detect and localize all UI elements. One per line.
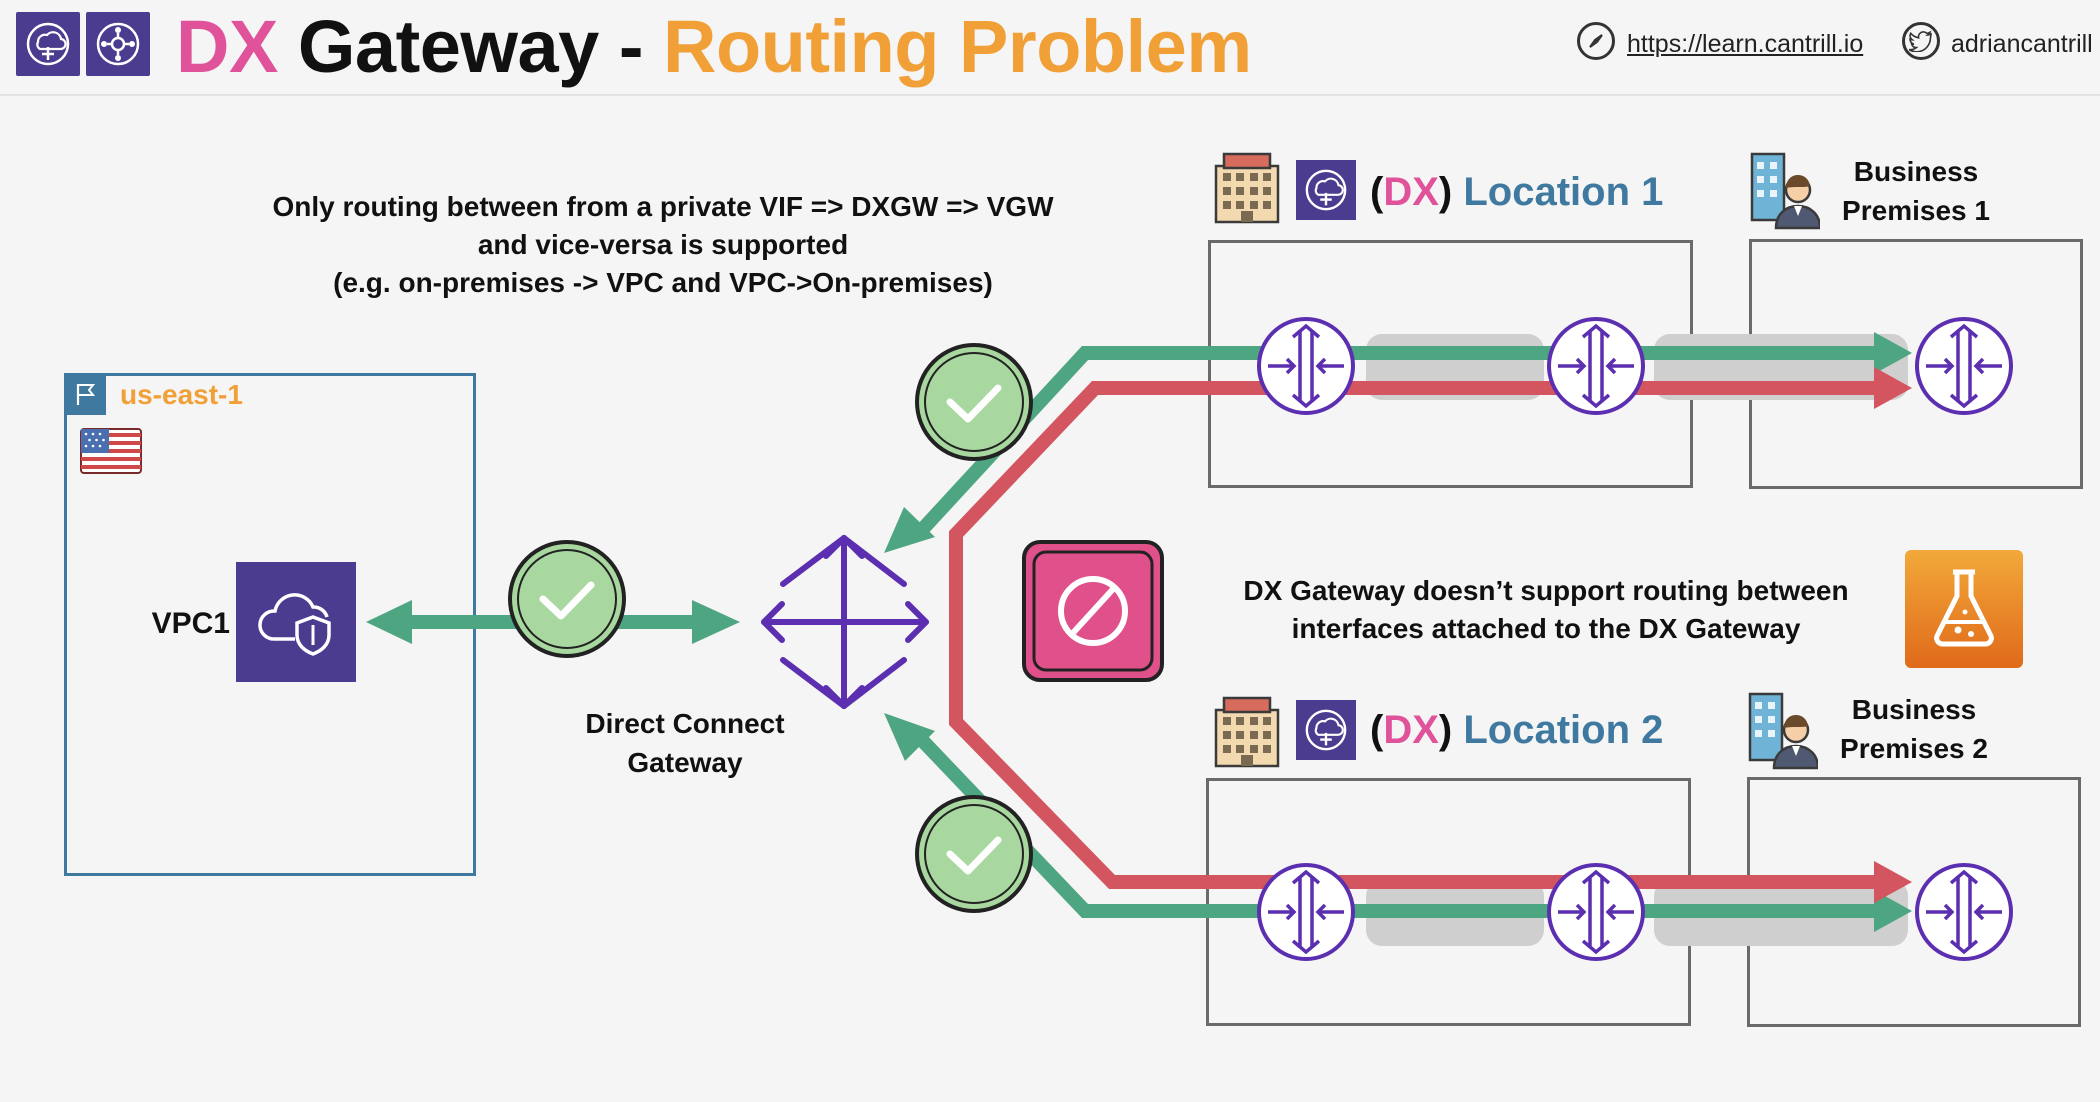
vpc-cloud-shield-icon (236, 562, 356, 682)
twitter-handle[interactable]: adriancantrill (1951, 30, 2093, 58)
us-flag-icon (80, 428, 142, 474)
location-1-title: (DX) Location 1 (1370, 170, 1664, 214)
denied-path-between-locations (949, 367, 1912, 903)
title-routing-problem: Routing Problem (663, 5, 1252, 88)
router-icon (1915, 317, 2013, 415)
dx-location-icon (1296, 160, 1356, 220)
business-person-icon (1746, 688, 1820, 770)
router-icon (1915, 863, 2013, 961)
dx-gateway-label-line-1: Direct Connect (585, 708, 785, 739)
business-person-icon (1748, 148, 1822, 230)
router-icon (1547, 317, 1645, 415)
dx-location-icon (1296, 700, 1356, 760)
transit-hub-icon (86, 12, 150, 76)
location-1-name: Location 1 (1463, 170, 1664, 214)
region-label: us-east-1 (120, 379, 243, 410)
title-gateway: Gateway - (297, 5, 644, 88)
router-icon (1257, 863, 1355, 961)
deny-icon (1020, 538, 1166, 684)
routing-note-line-2: and vice-versa is supported (477, 229, 849, 260)
building-icon (1212, 150, 1282, 224)
header-divider (0, 94, 2100, 96)
page-title: DX Gateway - Routing Problem (176, 2, 1252, 92)
check-icon (917, 345, 1031, 459)
routing-note-line-3: (e.g. on-premises -> VPC and VPC->On-pre… (333, 267, 993, 298)
check-icon (510, 542, 624, 656)
dx-location-icon (16, 12, 80, 76)
routing-note-line-1: Only routing between from a private VIF … (272, 191, 1054, 222)
check-icon (917, 797, 1031, 911)
location-2-title: (DX) Location 2 (1370, 708, 1664, 752)
location-2-dx: DX (1383, 708, 1439, 752)
dx-gateway-label: Direct Connect Gateway (560, 704, 810, 782)
vif-tunnels (1366, 334, 1908, 946)
limitation-note: DX Gateway doesn’t support routing betwe… (1196, 572, 1896, 648)
location-2-name: Location 2 (1463, 708, 1664, 752)
router-icon (1257, 317, 1355, 415)
dx-gateway-icon (761, 535, 929, 709)
dx-gateway-label-line-2: Gateway (627, 747, 743, 778)
limitation-note-line-1: DX Gateway doesn’t support routing betwe… (1243, 575, 1849, 606)
location-1-dx: DX (1383, 170, 1439, 214)
vpc-label: VPC1 (151, 607, 230, 640)
region-flag-icon (64, 373, 106, 415)
routing-note: Only routing between from a private VIF … (180, 188, 1146, 302)
course-link[interactable]: https://learn.cantrill.io (1627, 30, 1864, 58)
router-icon (1547, 863, 1645, 961)
premises-2-label: Business Premises 2 (1840, 694, 1988, 764)
building-icon (1212, 694, 1282, 768)
limitation-note-line-2: interfaces attached to the DX Gateway (1291, 613, 1801, 644)
compass-icon (1577, 22, 1615, 60)
premises-1-label: Business Premises 1 (1842, 156, 1990, 226)
lab-flask-icon (1903, 548, 2025, 670)
twitter-icon (1902, 22, 1940, 60)
title-dx: DX (176, 5, 278, 88)
